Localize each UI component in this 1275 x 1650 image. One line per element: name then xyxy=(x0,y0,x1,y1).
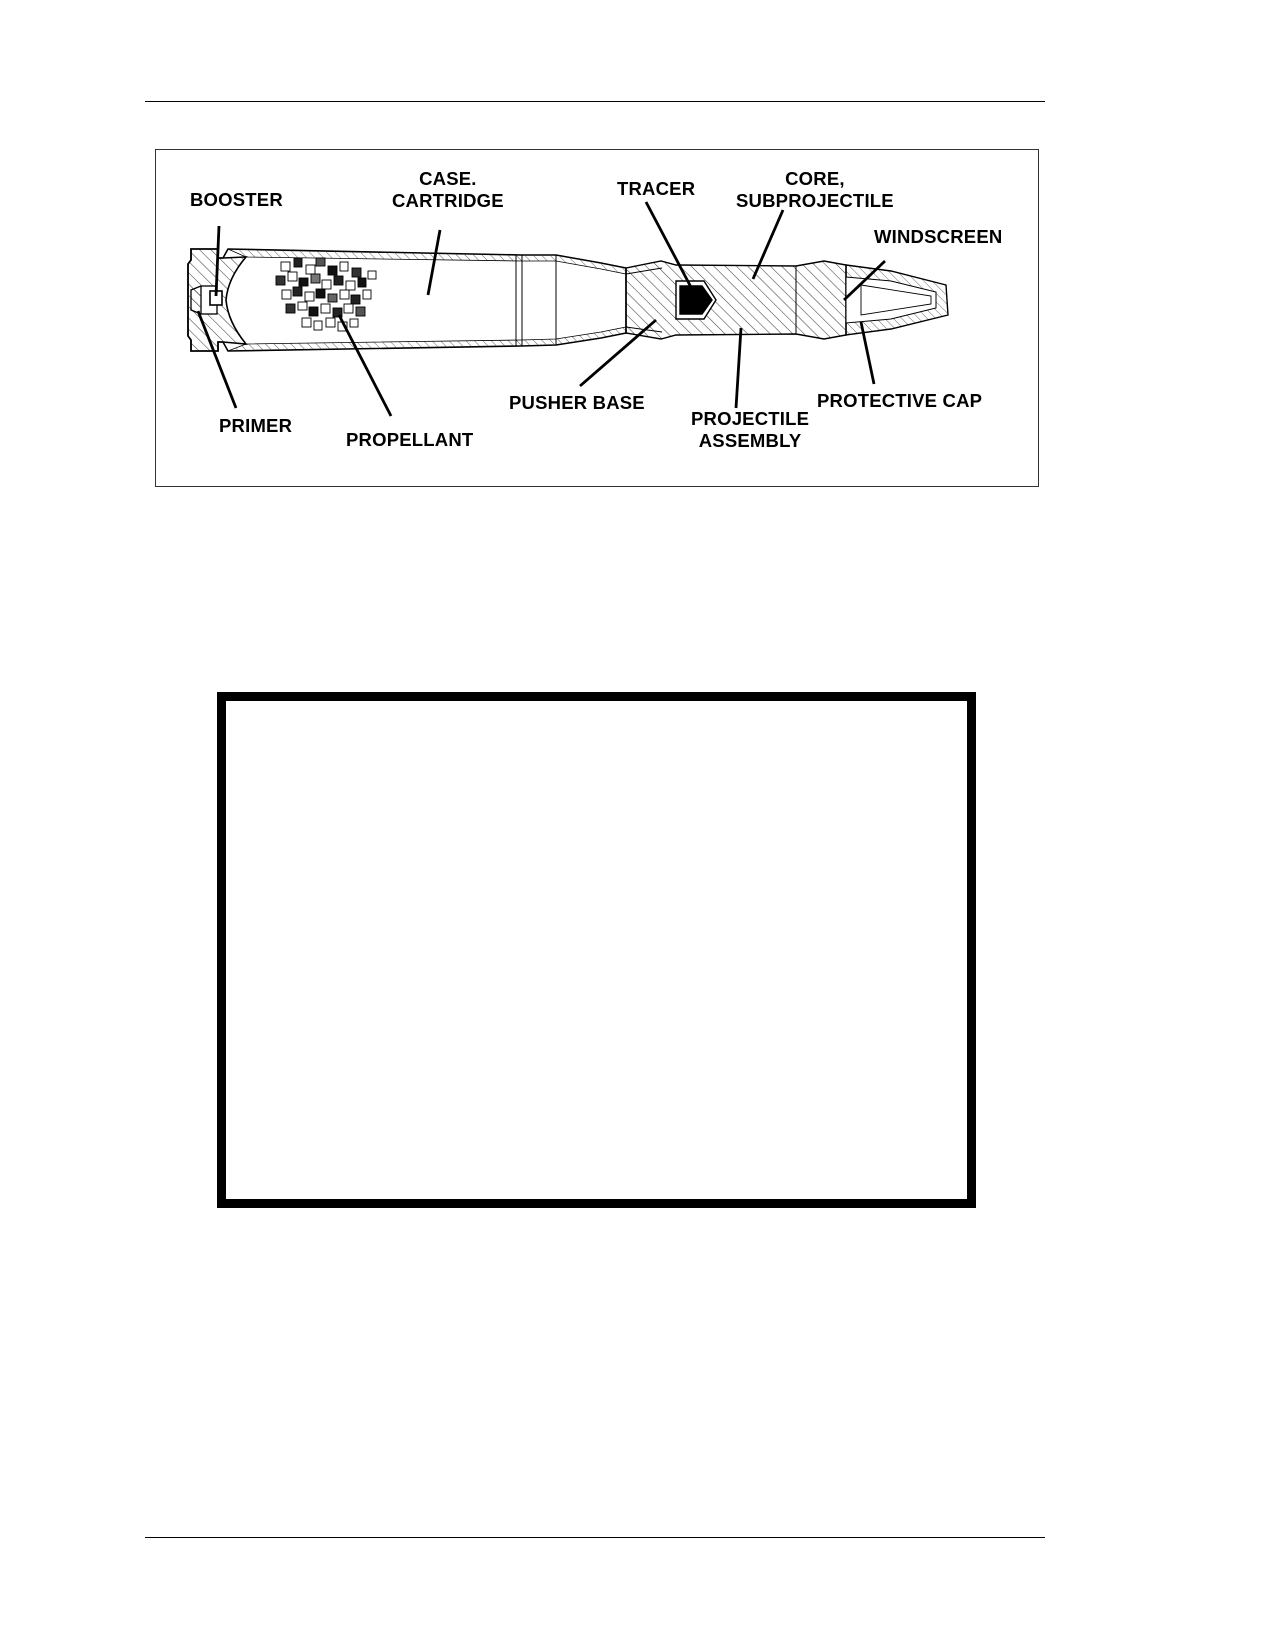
label-primer: PRIMER xyxy=(219,415,293,436)
label-pusher-base: PUSHER BASE xyxy=(509,392,645,413)
label-windscreen: WINDSCREEN xyxy=(874,226,1003,247)
projectile-assembly xyxy=(625,260,847,340)
windscreen xyxy=(845,264,949,336)
label-protective-cap: PROTECTIVE CAP xyxy=(817,390,983,411)
leader-lines xyxy=(196,201,886,417)
label-tracer: TRACER xyxy=(617,178,696,199)
primer-booster xyxy=(190,285,223,315)
label-core-subprojectile: CORE, SUBPROJECTILE xyxy=(736,168,894,211)
cartridge-case xyxy=(187,248,627,352)
header-rule xyxy=(145,101,1045,102)
label-propellant: PROPELLANT xyxy=(346,429,474,450)
blank-figure-box xyxy=(217,692,976,1208)
label-projectile-assembly: PROJECTILE ASSEMBLY xyxy=(691,408,810,451)
cartridge-cutaway-drawing xyxy=(187,201,949,417)
cartridge-diagram-frame: BOOSTER CASE. CARTRIDGE TRACER CORE, SUB… xyxy=(155,149,1039,487)
propellant-grains xyxy=(275,257,377,332)
footer-rule xyxy=(145,1537,1045,1538)
label-case-cartridge: CASE. CARTRIDGE xyxy=(392,168,504,211)
label-booster: BOOSTER xyxy=(190,189,283,210)
